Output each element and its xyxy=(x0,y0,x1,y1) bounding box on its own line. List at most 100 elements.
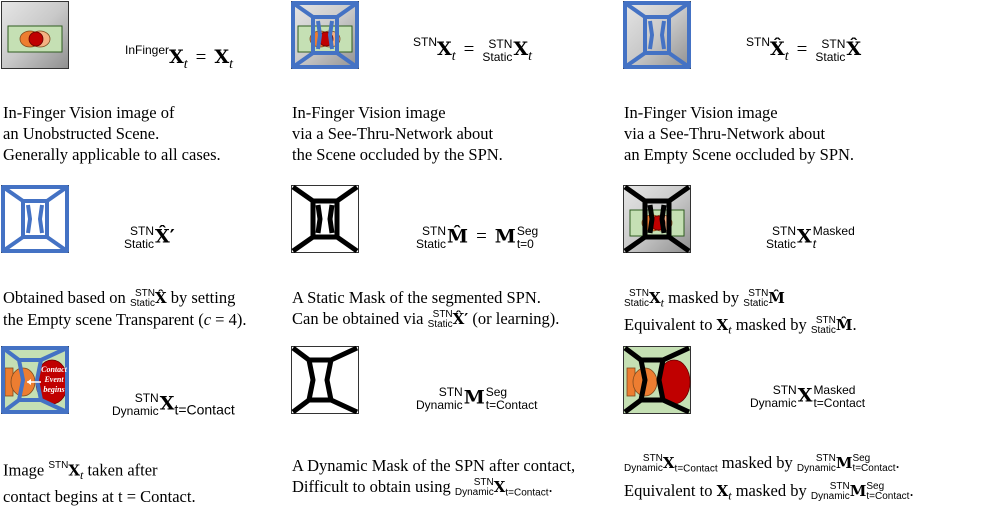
sup-seg: Seg xyxy=(485,385,508,399)
sup-infinger: InFinger xyxy=(125,43,170,57)
symbol-x: X xyxy=(797,384,813,407)
equals-sign: = xyxy=(476,226,487,248)
description-r1c1: In-Finger Vision image of an Unobstructe… xyxy=(3,102,221,165)
description-r3c1: Image STNXt taken after contact begins a… xyxy=(3,455,196,507)
equals-sign: = xyxy=(195,47,207,68)
symbol-mhat: M̂ xyxy=(768,289,785,307)
sup-stn: STN xyxy=(821,36,846,51)
sub-tc: t=Contact xyxy=(505,487,549,499)
sub-static: Static xyxy=(482,49,513,64)
sub-t: t xyxy=(229,56,234,72)
sup-seg: Seg xyxy=(866,480,885,492)
description-line: the Scene occluded by the SPN. xyxy=(292,145,503,164)
sup-stn: STN xyxy=(432,309,453,321)
text-span: Equivalent to xyxy=(624,314,713,334)
sup-stn: STN xyxy=(829,480,850,492)
symbol-m: M xyxy=(849,481,867,500)
text-span: . xyxy=(548,477,553,496)
sub-t0: t=0 xyxy=(516,237,534,251)
sub-tc: t=Contact xyxy=(174,401,235,418)
callout-line: Contact xyxy=(41,365,68,374)
sup-stn: STN xyxy=(772,224,797,238)
sup-masked: Masked xyxy=(813,383,856,397)
text-span: . xyxy=(909,480,914,500)
sub-tc: t=Contact xyxy=(852,463,896,475)
symbol-xhat: X̂ xyxy=(846,38,862,60)
symbol-m: M xyxy=(463,386,485,409)
sub-tc: t=Contact xyxy=(674,463,718,475)
description-line: A Static Mask of the segmented SPN. xyxy=(292,288,541,307)
sub-static: Static xyxy=(815,49,846,64)
text-span: = 4). xyxy=(215,310,247,330)
symbol-m: M xyxy=(494,225,516,248)
symbol-xhat-prime: X̂′ xyxy=(155,225,175,248)
description-line: A Dynamic Mask of the SPN after contact, xyxy=(292,456,576,475)
symbol-x: X xyxy=(513,38,529,60)
sub-tc: t=Contact xyxy=(813,396,866,410)
sub-dynamic: Dynamic xyxy=(112,404,159,418)
sup-stn: STN xyxy=(488,36,513,51)
text-span: Can be obtained via xyxy=(292,309,424,328)
sub-t: t xyxy=(728,322,732,337)
symbol-mhat: M̂ xyxy=(447,225,469,248)
sub-static: Static xyxy=(427,319,453,331)
sub-tc: t=Contact xyxy=(866,490,910,502)
sup-stn: STN xyxy=(473,477,494,489)
sup-stn: STN xyxy=(130,224,155,238)
description-line: an Empty Scene occluded by SPN. xyxy=(624,145,855,164)
sub-dynamic: Dynamic xyxy=(750,396,797,410)
sub-static: Static xyxy=(124,237,155,251)
text-span: taken after xyxy=(87,460,158,480)
description-line: the Empty scene Transparent (c = 4). xyxy=(3,309,246,330)
stn-empty-scene-thumbnail xyxy=(623,1,691,69)
transparent-spn-thumbnail xyxy=(1,185,69,253)
contact-scene-thumbnail: Contact Event begins xyxy=(1,346,69,414)
sub-dynamic: Dynamic xyxy=(624,463,663,475)
symbol-x: X xyxy=(68,461,80,480)
text-span: the Empty scene Transparent ( xyxy=(3,310,204,330)
description-line: Generally applicable to all cases. xyxy=(3,145,221,164)
sub-dynamic: Dynamic xyxy=(810,490,850,502)
description-r1c2: In-Finger Vision image via a See-Thru-Ne… xyxy=(292,102,503,165)
description-line: Image STNXt taken after xyxy=(3,455,196,486)
sup-stn: STN xyxy=(772,383,797,397)
symbol-xhat: X̂ xyxy=(154,289,167,307)
description-r1c3: In-Finger Vision image via a See-Thru-Ne… xyxy=(624,102,854,165)
sup-stn: STN xyxy=(48,460,69,471)
symbol-m: M xyxy=(835,454,853,472)
text-span: Equivalent to xyxy=(624,480,713,500)
sup-stn: STN xyxy=(422,224,447,238)
symbol-x: X xyxy=(716,315,729,334)
description-r2c2: A Static Mask of the segmented SPN. Can … xyxy=(292,287,559,330)
description-line: via a See-Thru-Network about xyxy=(624,124,826,143)
